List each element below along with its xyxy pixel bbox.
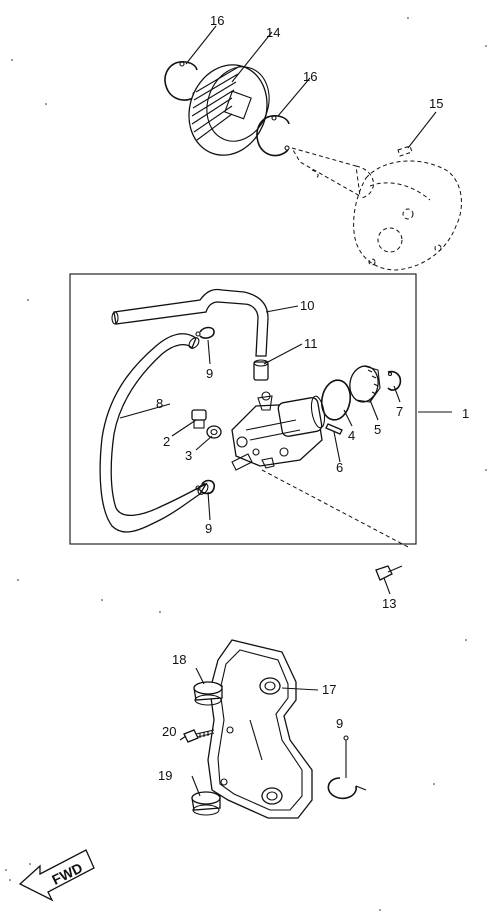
grommet-18 — [193, 681, 223, 706]
circlip-16-right — [256, 115, 290, 157]
leader-lines — [119, 25, 452, 797]
hose-clamp-9-lower — [195, 479, 216, 495]
hose-8 — [99, 333, 209, 533]
hose-clamp-9-bottom — [327, 735, 367, 800]
callout-7: 7 — [396, 404, 403, 419]
fwd-arrow-icon: FWD — [18, 849, 95, 902]
bolt-2 — [191, 409, 207, 429]
hose-clamp-9-upper — [195, 326, 215, 339]
callout-9-bottom: 9 — [336, 716, 343, 731]
callout-19: 19 — [158, 768, 172, 783]
callout-5: 5 — [374, 422, 381, 437]
bolt-13 — [375, 565, 403, 581]
washer-3 — [206, 425, 222, 439]
callout-9-lower: 9 — [205, 521, 212, 536]
callout-20: 20 — [162, 724, 176, 739]
o-ring-4 — [320, 379, 352, 421]
fwd-label: FWD — [49, 859, 85, 887]
callout-3: 3 — [185, 448, 192, 463]
callout-10: 10 — [300, 298, 314, 313]
impeller-5 — [349, 365, 381, 403]
callout-16-left: 16 — [210, 13, 224, 28]
assembly-box-1 — [69, 273, 417, 545]
dowel-pin-15 — [397, 145, 413, 157]
callout-14: 14 — [266, 25, 280, 40]
cover-17 — [207, 639, 313, 819]
circlip-7 — [387, 370, 402, 391]
grommet-19 — [191, 791, 221, 816]
callout-9-upper: 9 — [206, 366, 213, 381]
callout-13: 13 — [382, 596, 396, 611]
scan-noise — [5, 17, 487, 911]
callout-18: 18 — [172, 652, 186, 667]
hose-10 — [111, 288, 269, 357]
callout-4: 4 — [348, 428, 355, 443]
callout-8: 8 — [156, 396, 163, 411]
pump-body — [231, 391, 326, 471]
circlip-16-left — [164, 61, 198, 101]
sleeve-11 — [253, 359, 269, 381]
pulley-14 — [188, 64, 270, 156]
pin-6 — [325, 423, 343, 435]
callout-2: 2 — [163, 434, 170, 449]
callout-15: 15 — [429, 96, 443, 111]
callout-11: 11 — [304, 336, 318, 351]
callout-1: 1 — [462, 406, 469, 421]
callout-labels: 16 14 16 15 10 11 9 8 2 3 9 4 6 5 7 1 13… — [156, 13, 469, 783]
callout-17: 17 — [322, 682, 336, 697]
callout-6: 6 — [336, 460, 343, 475]
shaft-and-housing — [290, 145, 462, 271]
callout-16-right: 16 — [303, 69, 317, 84]
bolt-20 — [183, 729, 215, 743]
